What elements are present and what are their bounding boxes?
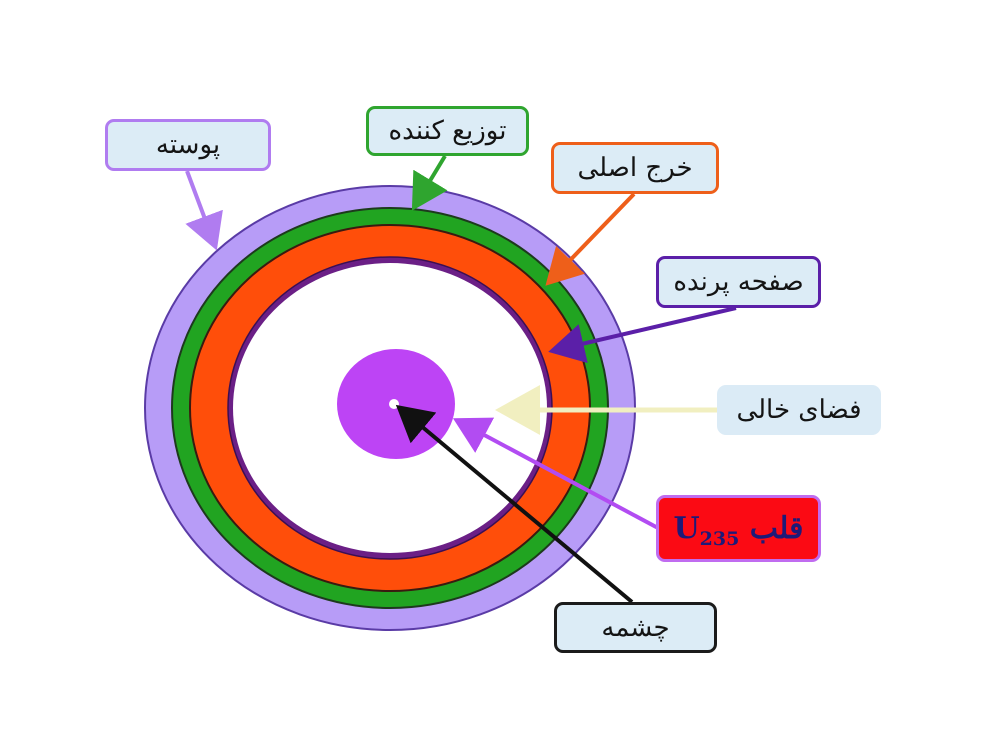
main-charge-label-text: خرج اصلی	[577, 153, 693, 183]
core-label-word: قلب	[749, 510, 804, 546]
flyer-plate-label-text: صفحه پرنده	[673, 267, 804, 297]
flyer-plate-arrow	[548, 306, 737, 364]
source-arrow	[395, 404, 634, 604]
core-symbol: U	[673, 510, 700, 546]
core-subscript: 235	[699, 527, 740, 550]
tamper-label: توزیع کننده	[366, 106, 529, 156]
main-charge-label: خرج اصلی	[551, 142, 719, 194]
void-label-text: فضای خالی	[736, 395, 862, 425]
void-label: فضای خالی	[717, 385, 881, 435]
tamper-label-text: توزیع کننده	[388, 116, 507, 146]
core-label-symbol: U235	[673, 510, 739, 548]
neutron-source	[389, 399, 399, 409]
flyer-plate-label: صفحه پرنده	[656, 256, 821, 308]
shell-label: پوسته	[105, 119, 271, 171]
tamper-arrow	[411, 154, 448, 211]
shell-label-text: پوسته	[155, 130, 221, 160]
shell-arrow	[185, 170, 223, 251]
source-label-text: چشمه	[601, 612, 670, 643]
core-arrow	[452, 417, 659, 530]
main-charge-arrow	[545, 192, 636, 286]
core-label: قلب U235	[656, 495, 821, 562]
source-label: چشمه	[554, 602, 717, 653]
